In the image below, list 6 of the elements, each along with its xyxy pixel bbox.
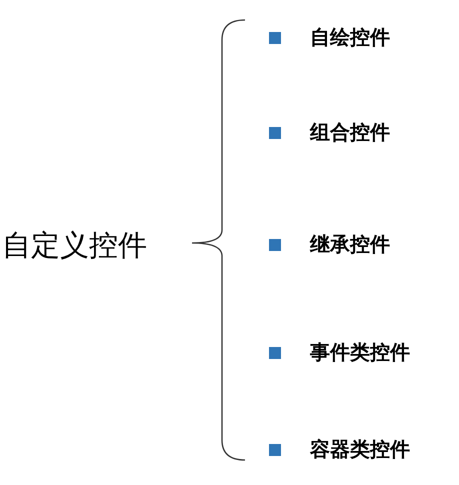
root-label: 自定义控件: [2, 227, 147, 264]
list-item-text: 事件类控件: [310, 339, 410, 366]
list-item-text: 自绘控件: [310, 24, 390, 51]
list-item-text: 容器类控件: [310, 436, 410, 463]
list-item-text: 继承控件: [310, 231, 390, 258]
list-item-text: 组合控件: [310, 119, 390, 146]
